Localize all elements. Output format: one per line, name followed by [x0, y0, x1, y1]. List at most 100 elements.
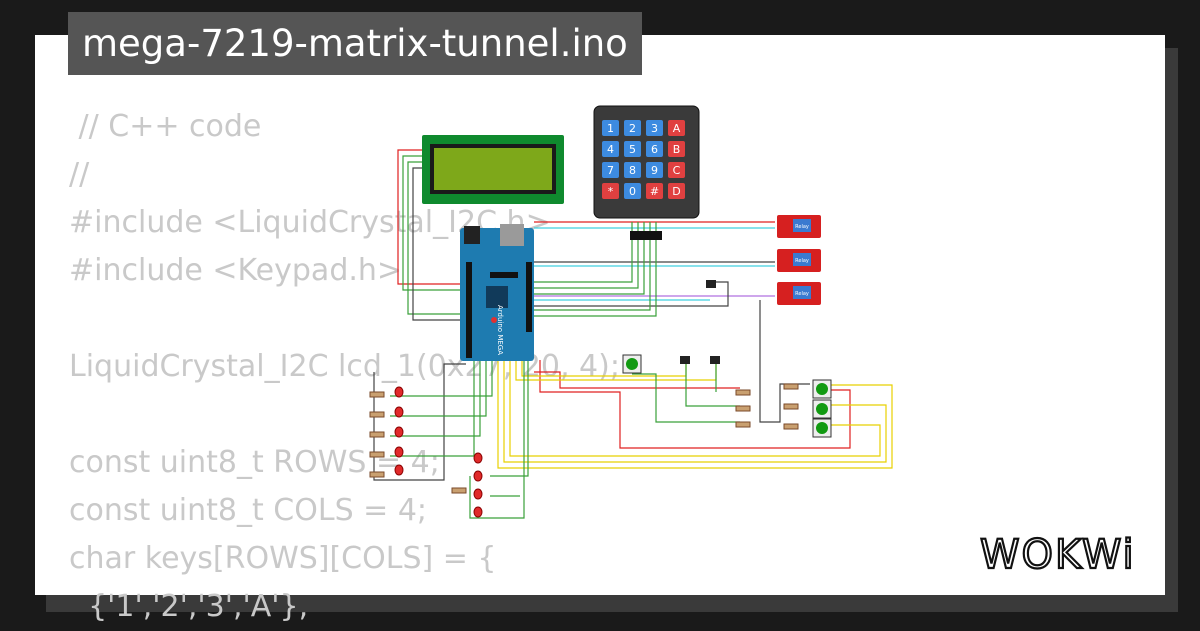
keypad-key[interactable] [668, 183, 685, 199]
led [473, 470, 483, 482]
wire-green [390, 360, 475, 457]
code-preview: // C++ code // #include <LiquidCrystal_I… [69, 103, 620, 631]
resistor [783, 403, 799, 410]
push-button[interactable] [812, 379, 832, 399]
keypad-key[interactable] [624, 183, 641, 199]
wire-green [685, 364, 740, 407]
relay-module: Relay [777, 215, 821, 238]
keypad-key-label: B [673, 143, 681, 156]
code-line: char keys[ROWS][COLS] = { [69, 541, 497, 576]
wire-green [469, 360, 525, 519]
wire-dark [412, 167, 462, 321]
led [473, 488, 483, 500]
relay-label: Relay [795, 258, 809, 264]
resistor [735, 389, 751, 396]
keypad-key[interactable] [668, 141, 685, 157]
wires [373, 149, 893, 519]
keypad-key-label: * [608, 185, 614, 198]
keypad-key-label: 0 [629, 185, 636, 198]
led [394, 426, 404, 438]
wire-green [534, 222, 639, 289]
resistor [369, 411, 385, 418]
led [394, 464, 404, 476]
keypad-key[interactable] [646, 162, 663, 178]
resistor [369, 451, 385, 458]
keypad-key-label: 8 [629, 164, 636, 177]
keypad-key-label: C [673, 164, 681, 177]
keypad-key[interactable] [668, 120, 685, 136]
led [473, 506, 483, 518]
wire-dark [373, 363, 466, 481]
keypad-key-label: 9 [651, 164, 658, 177]
keypad-key-label: D [672, 185, 680, 198]
led [394, 386, 404, 398]
wire-green [390, 360, 481, 437]
keypad[interactable]: 1 2 3 A 4 5 6 B 7 8 9 C * 0 # D [593, 105, 700, 240]
keypad-key-label: 4 [607, 143, 614, 156]
keypad-key[interactable] [602, 183, 619, 199]
code-line: // C++ code [69, 109, 262, 144]
keypad-key[interactable] [646, 141, 663, 157]
code-line: {'1','2','3','A'}, [69, 589, 309, 624]
relay-label: Relay [795, 291, 809, 297]
keypad-key[interactable] [624, 141, 641, 157]
arduino-mega-board: Arduino MEGA [460, 224, 534, 361]
wire-red [539, 360, 851, 449]
wire-green [534, 222, 651, 311]
resistor [369, 431, 385, 438]
wire-yellow [503, 360, 887, 463]
wire-yellow [521, 360, 687, 377]
wire-green [390, 360, 493, 397]
resistor [735, 405, 751, 412]
wire-green [390, 360, 487, 417]
wire-green [490, 360, 529, 477]
wire-green [534, 222, 645, 295]
keypad-key-label: 3 [651, 122, 658, 135]
push-button[interactable] [622, 354, 642, 374]
resistor [369, 391, 385, 398]
keypad-key-label: 7 [607, 164, 614, 177]
keypad-key-label: 1 [607, 122, 614, 135]
keypad-key-label: # [650, 185, 659, 198]
leds [394, 386, 483, 518]
slide-switch[interactable] [706, 280, 716, 288]
keypad-key[interactable] [602, 162, 619, 178]
push-button[interactable] [812, 399, 832, 419]
code-line: // [69, 157, 90, 192]
resistor [783, 383, 799, 390]
slide-switch[interactable] [710, 356, 720, 364]
relay-label: Relay [795, 224, 809, 230]
wire-green [632, 373, 740, 423]
wire-green [534, 222, 657, 317]
led [473, 452, 483, 464]
keypad-key-label: A [673, 122, 681, 135]
keypad-key-label: 2 [629, 122, 636, 135]
keypad-key-label: 6 [651, 143, 658, 156]
wire-yellow [497, 360, 893, 469]
resistor [735, 421, 751, 428]
project-title[interactable]: mega-7219-matrix-tunnel.ino [68, 12, 642, 75]
keypad-key[interactable] [624, 162, 641, 178]
keypad-key[interactable] [646, 183, 663, 199]
lcd-display [422, 135, 564, 204]
wire-green [402, 155, 466, 291]
keypad-key[interactable] [668, 162, 685, 178]
wokwi-logo: WOKWi [979, 531, 1136, 579]
logo-text: WOKWi [980, 532, 1136, 578]
keypad-key[interactable] [602, 120, 619, 136]
wire-red [397, 149, 466, 285]
keypad-key[interactable] [624, 120, 641, 136]
wire-yellow [509, 360, 881, 457]
push-button[interactable] [812, 418, 832, 438]
led [394, 446, 404, 458]
wire-green [534, 222, 633, 283]
resistor [369, 471, 385, 478]
resistor [783, 423, 799, 430]
board-label: Arduino MEGA [496, 305, 504, 355]
slide-switch[interactable] [680, 356, 690, 364]
keypad-key-label: 5 [629, 143, 636, 156]
keypad-key[interactable] [602, 141, 619, 157]
keypad-key[interactable] [646, 120, 663, 136]
led [394, 406, 404, 418]
